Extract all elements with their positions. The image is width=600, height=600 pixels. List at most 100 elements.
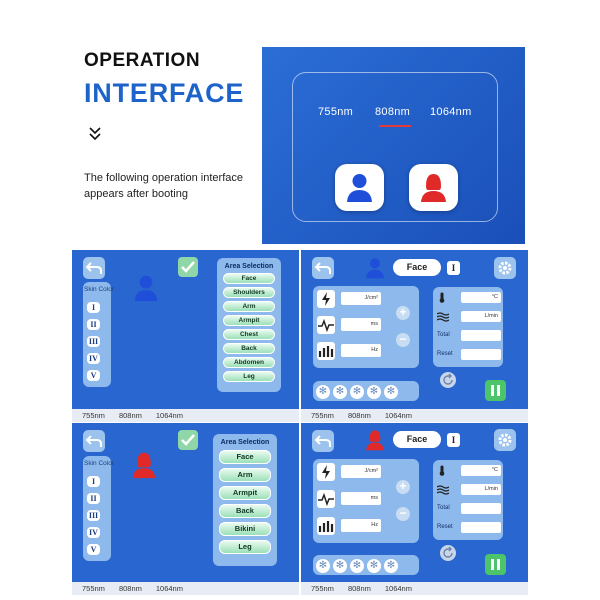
thermometer-icon (437, 465, 447, 481)
selected-skin-type: I (447, 261, 460, 275)
snowflake-icon[interactable]: ✻ (367, 385, 381, 399)
area-bikini[interactable]: Bikini (219, 522, 271, 536)
skin-type-1[interactable]: I (87, 302, 100, 313)
back-button[interactable] (83, 430, 105, 452)
settings-button[interactable] (494, 257, 516, 279)
area-back[interactable]: Back (219, 504, 271, 518)
area-back[interactable]: Back (223, 343, 275, 354)
lightning-icon (317, 290, 335, 308)
status-808: 808nm (347, 584, 371, 593)
status-bar: 755nm 808nm 1064nm (301, 582, 528, 595)
status-1064: 1064nm (155, 584, 183, 593)
increase-button[interactable]: + (396, 306, 410, 320)
temperature-field[interactable]: °C (461, 465, 501, 476)
pulse-width-field[interactable]: ms (341, 492, 381, 505)
area-selection-title: Area Selection (220, 439, 270, 446)
back-button[interactable] (312, 257, 334, 279)
snowflake-icon[interactable]: ✻ (384, 385, 398, 399)
female-user-icon (421, 174, 446, 202)
reset-button[interactable] (440, 372, 456, 388)
snowflake-icon[interactable]: ✻ (350, 385, 364, 399)
back-icon (314, 262, 331, 274)
area-armpit[interactable]: Armpit (219, 486, 271, 500)
skin-type-5[interactable]: V (87, 544, 100, 555)
area-face[interactable]: Face (219, 450, 271, 464)
skin-type-1[interactable]: I (87, 476, 100, 487)
cooling-level-strip: ✻✻✻✻✻ (313, 381, 419, 401)
energy-field[interactable]: J/cm² (341, 465, 381, 478)
reset-label: Reset (437, 524, 453, 530)
area-armpit[interactable]: Armpit (223, 315, 275, 326)
frequency-field[interactable]: Hz (341, 519, 381, 532)
snowflake-icon[interactable]: ✻ (333, 559, 347, 573)
total-field (461, 330, 501, 341)
waves-icon (436, 311, 450, 327)
skin-type-2[interactable]: II (87, 493, 100, 504)
pause-icon (491, 385, 500, 396)
wavelength-808[interactable]: 808nm (375, 106, 411, 118)
chevron-double-down-icon (88, 126, 102, 147)
back-button[interactable] (83, 257, 105, 279)
skin-type-5[interactable]: V (87, 370, 100, 381)
skin-type-3[interactable]: III (87, 336, 100, 347)
increase-button[interactable]: + (396, 480, 410, 494)
area-shoulders[interactable]: Shoulders (223, 287, 275, 298)
check-icon (181, 434, 195, 446)
area-leg[interactable]: Leg (223, 371, 275, 382)
area-face[interactable]: Face (223, 273, 275, 284)
back-button[interactable] (312, 430, 334, 452)
female-user-button[interactable] (409, 164, 458, 211)
temperature-field[interactable]: °C (461, 292, 501, 303)
pause-button[interactable] (485, 554, 506, 575)
flow-field[interactable]: L/min (461, 484, 501, 495)
area-leg[interactable]: Leg (219, 540, 271, 554)
settings-button[interactable] (494, 429, 516, 451)
selected-area: Face (393, 259, 441, 276)
pulse-width-field[interactable]: ms (341, 318, 381, 331)
status-755: 755nm (311, 411, 334, 420)
status-755: 755nm (311, 584, 334, 593)
male-user-button[interactable] (335, 164, 384, 211)
status-755: 755nm (82, 411, 105, 420)
snowflake-icon[interactable]: ✻ (316, 559, 330, 573)
skin-color-label: Skin Color (84, 286, 114, 293)
pulse-icon (317, 316, 335, 334)
snowflake-icon[interactable]: ✻ (367, 559, 381, 573)
male-user-icon (133, 274, 159, 307)
area-arm[interactable]: Arm (219, 468, 271, 482)
confirm-button[interactable] (178, 257, 198, 277)
reset-icon (443, 546, 453, 558)
decrease-button[interactable]: − (396, 507, 410, 521)
skin-type-4[interactable]: IV (87, 527, 100, 538)
snowflake-icon[interactable]: ✻ (384, 559, 398, 573)
bars-icon (317, 517, 335, 535)
status-1064: 1064nm (384, 584, 412, 593)
flow-field[interactable]: L/min (461, 311, 501, 322)
cooling-level-strip: ✻✻✻✻✻ (313, 555, 419, 575)
skin-type-4[interactable]: IV (87, 353, 100, 364)
gear-icon (498, 433, 512, 447)
energy-field[interactable]: J/cm² (341, 292, 381, 305)
selected-area: Face (393, 431, 441, 448)
reset-button[interactable] (440, 545, 456, 561)
frequency-field[interactable]: Hz (341, 344, 381, 357)
decrease-button[interactable]: − (396, 333, 410, 347)
skin-type-2[interactable]: II (87, 319, 100, 330)
thermometer-icon (437, 292, 447, 308)
wavelength-755[interactable]: 755nm (318, 106, 354, 118)
female-user-icon (131, 451, 157, 484)
snowflake-icon[interactable]: ✻ (316, 385, 330, 399)
wavelength-1064[interactable]: 1064nm (430, 106, 472, 118)
area-chest[interactable]: Chest (223, 329, 275, 340)
area-selection-screen-female: Skin Color I II III IV V Area Selection … (72, 423, 299, 595)
snowflake-icon[interactable]: ✻ (333, 385, 347, 399)
area-abdomen[interactable]: Abdomen (223, 357, 275, 368)
pause-button[interactable] (485, 380, 506, 401)
snowflake-icon[interactable]: ✻ (350, 559, 364, 573)
confirm-button[interactable] (178, 430, 198, 450)
area-arm[interactable]: Arm (223, 301, 275, 312)
skin-type-3[interactable]: III (87, 510, 100, 521)
pause-icon (491, 559, 500, 570)
